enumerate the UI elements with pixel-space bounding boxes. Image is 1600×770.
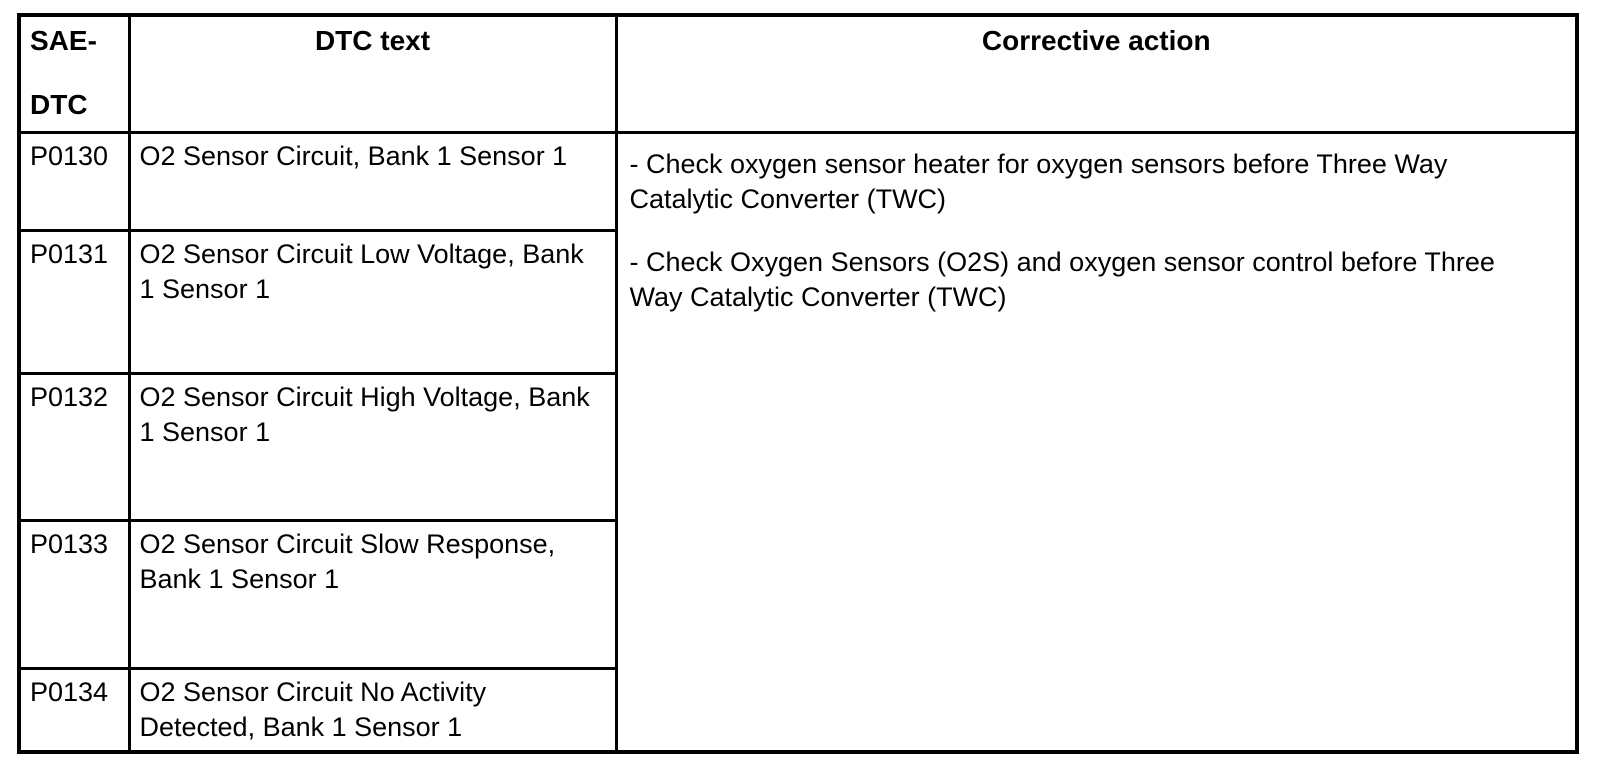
dtc-table: SAE- DTC DTC text Corrective action P013…	[17, 13, 1579, 754]
header-sae-dtc: SAE- DTC	[17, 13, 131, 134]
table-row-p0130: P0130 O2 Sensor Circuit, Bank 1 Sensor 1…	[17, 130, 1579, 753]
header-corrective-action: Corrective action	[614, 13, 1579, 134]
header-sae-dtc-line2: DTC	[30, 89, 88, 120]
dtc-code: P0134	[17, 666, 131, 753]
table-row-p0133: P0133 O2 Sensor Circuit Slow Response, B…	[17, 518, 1577, 670]
header-dtc-text: DTC text	[127, 13, 618, 134]
dtc-text: O2 Sensor Circuit High Voltage, Bank 1 S…	[127, 371, 618, 522]
table-header-row: SAE- DTC DTC text Corrective action	[17, 13, 1579, 134]
table-row-p0131: P0131 O2 Sensor Circuit Low Voltage, Ban…	[17, 228, 1577, 375]
corrective-action-cell: - Check oxygen sensor heater for oxygen …	[614, 130, 1579, 753]
corrective-action-paragraph-2: - Check Oxygen Sensors (O2S) and oxygen …	[629, 246, 1495, 312]
dtc-text: O2 Sensor Circuit Slow Response, Bank 1 …	[127, 518, 618, 670]
dtc-code: P0133	[17, 518, 131, 670]
dtc-text: O2 Sensor Circuit, Bank 1 Sensor 1	[127, 130, 618, 232]
header-sae-dtc-line1: SAE-	[30, 25, 97, 56]
corrective-action-paragraph-1: - Check oxygen sensor heater for oxygen …	[629, 148, 1448, 214]
dtc-text: O2 Sensor Circuit No Activity Detected, …	[127, 666, 618, 753]
dtc-code: P0132	[17, 371, 131, 522]
table-row-p0134: P0134 O2 Sensor Circuit No Activity Dete…	[17, 666, 1577, 753]
dtc-code: P0130	[17, 130, 131, 232]
dtc-code: P0131	[17, 228, 131, 375]
table-row-p0132: P0132 O2 Sensor Circuit High Voltage, Ba…	[17, 371, 1577, 522]
dtc-text: O2 Sensor Circuit Low Voltage, Bank 1 Se…	[127, 228, 618, 375]
